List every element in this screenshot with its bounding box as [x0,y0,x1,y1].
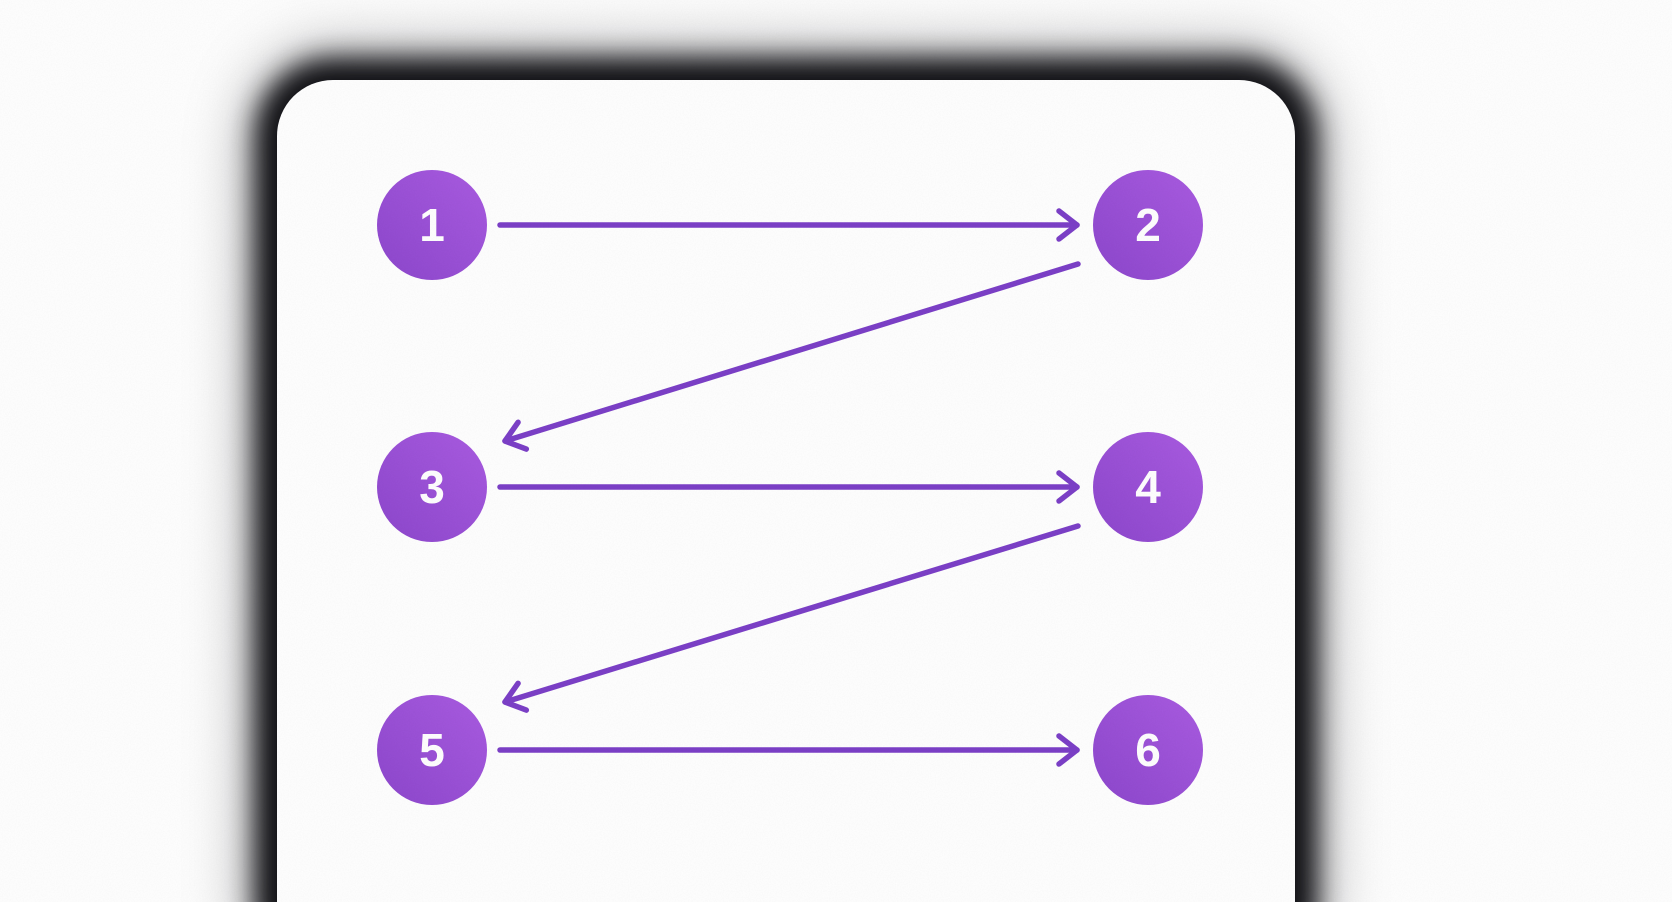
node-4: 4 [1093,432,1203,542]
node-6: 6 [1093,695,1203,805]
arrow-2-3 [502,261,1081,452]
card: 1 2 3 4 5 6 [277,80,1295,902]
node-5: 5 [377,695,487,805]
node-2: 2 [1093,170,1203,280]
node-1: 1 [377,170,487,280]
arrow-4-5 [502,523,1081,713]
node-3: 3 [377,432,487,542]
